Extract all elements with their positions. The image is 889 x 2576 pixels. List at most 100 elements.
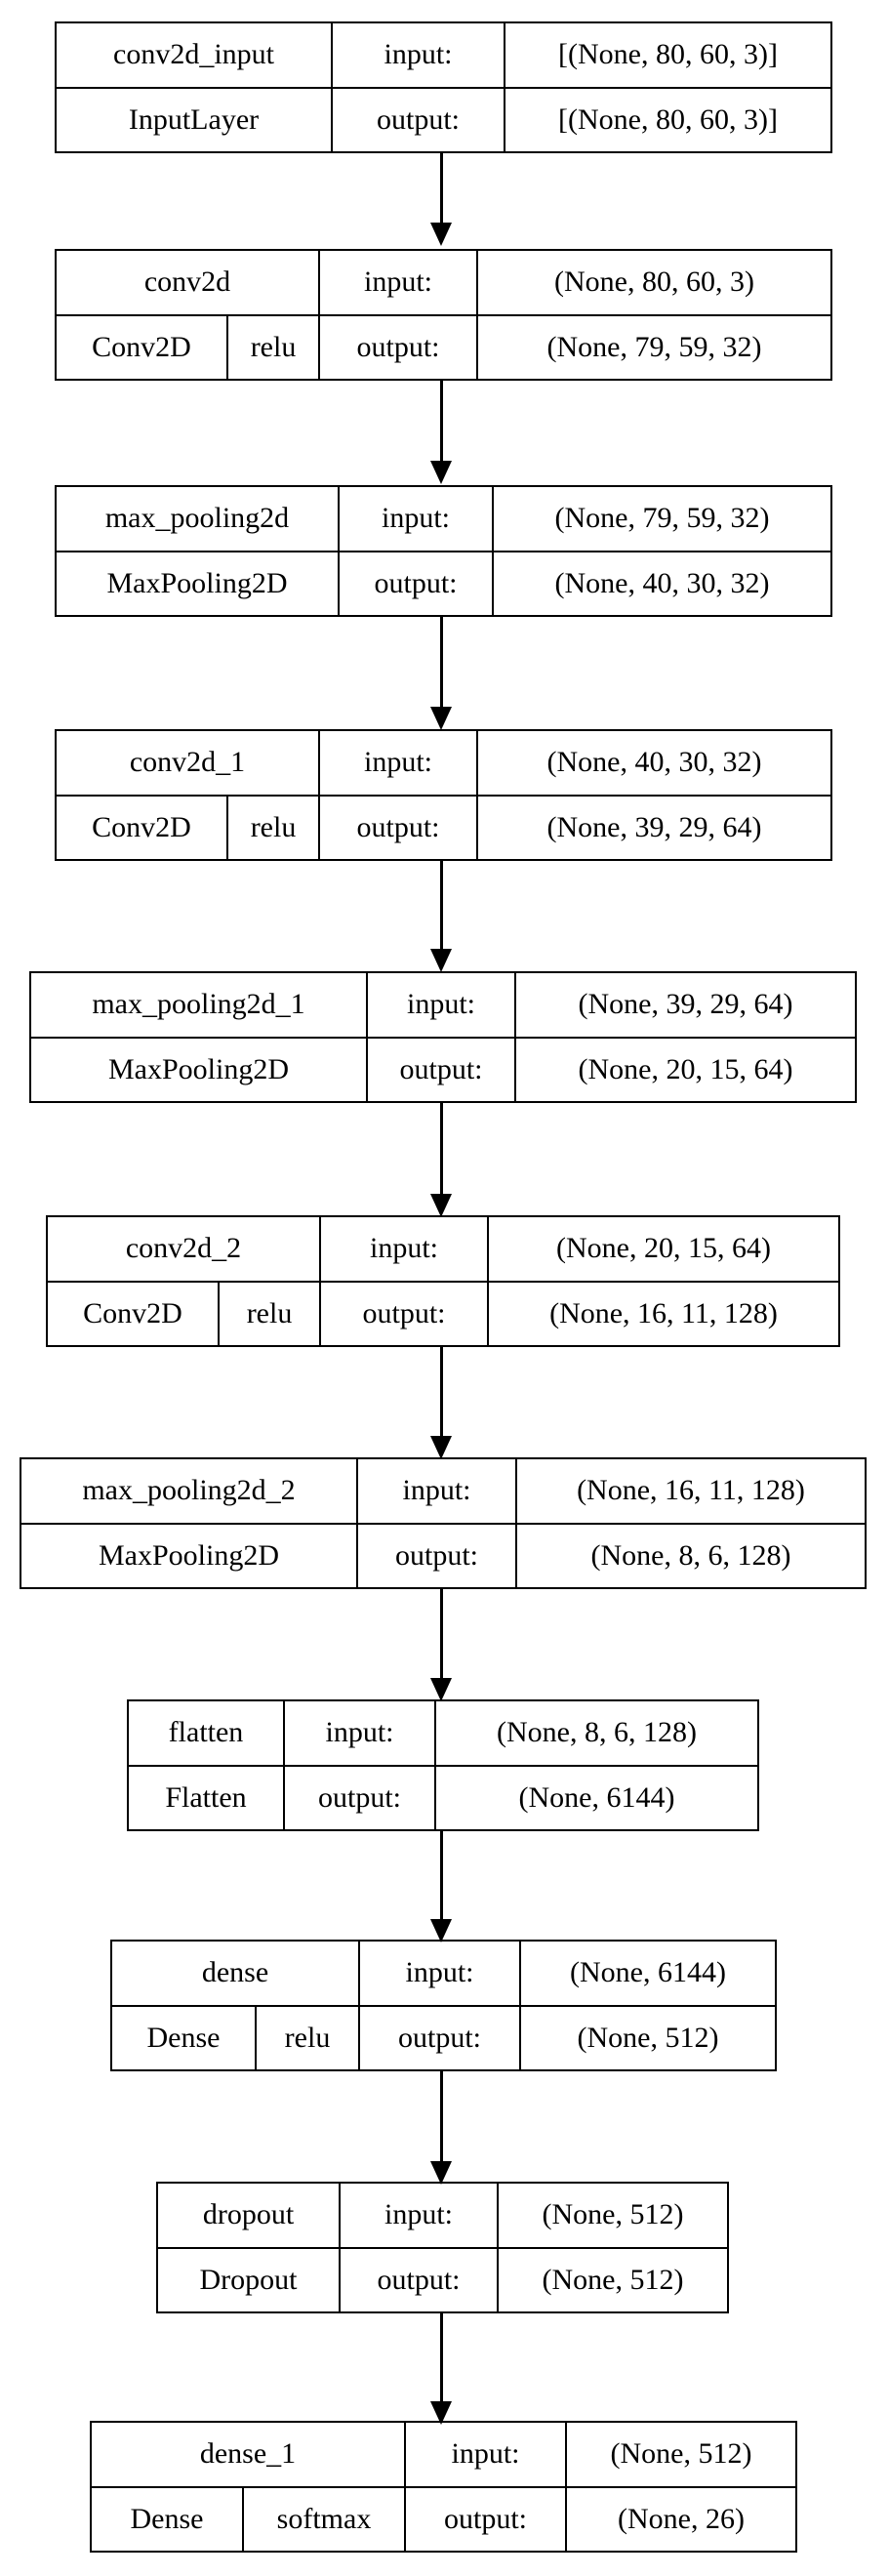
input-shape: (None, 79, 59, 32) — [492, 485, 832, 552]
arrow-connector — [440, 1831, 443, 1921]
arrow-connector — [440, 153, 443, 225]
input-label: input: — [318, 249, 479, 316]
input-label: input: — [366, 971, 516, 1039]
layer-name: conv2d_1 — [54, 729, 321, 797]
layer-type: MaxPooling2D — [29, 1036, 368, 1103]
layer-type: Dropout — [156, 2246, 341, 2313]
input-label: input: — [404, 2421, 567, 2488]
input-shape: (None, 16, 11, 128) — [515, 1457, 867, 1525]
output-label: output: — [331, 86, 505, 153]
arrow-head — [430, 2161, 452, 2185]
activation: relu — [217, 1280, 322, 1347]
arrow-connector — [440, 1103, 443, 1196]
input-shape: (None, 512) — [565, 2421, 797, 2488]
layer-box-dense: dense input: (None, 6144) Dense relu out… — [110, 1940, 777, 2071]
arrow-head — [430, 2401, 452, 2425]
output-label: output: — [318, 794, 479, 861]
layer-name: conv2d_2 — [45, 1215, 322, 1283]
input-label: input: — [331, 21, 505, 89]
layer-type: MaxPooling2D — [20, 1522, 358, 1589]
layer-box-conv2d-1: conv2d_1 input: (None, 40, 30, 32) Conv2… — [54, 729, 833, 861]
output-shape: (None, 39, 29, 64) — [476, 794, 833, 861]
arrow-head — [430, 461, 452, 484]
input-label: input: — [339, 2182, 499, 2249]
layer-type: Conv2D — [55, 313, 228, 381]
output-label: output: — [366, 1036, 516, 1103]
layer-type: Conv2D — [55, 794, 228, 861]
arrow-connector — [440, 1347, 443, 1438]
output-shape: (None, 79, 59, 32) — [476, 313, 833, 381]
layer-box-conv2d-input: conv2d_input input: [(None, 80, 60, 3)] … — [55, 21, 832, 153]
arrow-connector — [440, 617, 443, 709]
layer-name: max_pooling2d — [55, 485, 340, 552]
output-label: output: — [338, 550, 494, 617]
output-shape: [(None, 80, 60, 3)] — [504, 86, 832, 153]
layer-name: dense_1 — [90, 2421, 406, 2488]
layer-box-max-pooling2d-2: max_pooling2d_2 input: (None, 16, 11, 12… — [20, 1457, 867, 1589]
layer-box-dense-1: dense_1 input: (None, 512) Dense softmax… — [90, 2421, 797, 2553]
input-shape: (None, 6144) — [519, 1940, 777, 2007]
input-label: input: — [283, 1699, 436, 1767]
output-shape: (None, 8, 6, 128) — [515, 1522, 867, 1589]
layer-name: max_pooling2d_1 — [29, 971, 368, 1039]
output-label: output: — [339, 2246, 499, 2313]
input-label: input: — [318, 729, 479, 797]
output-label: output: — [404, 2485, 567, 2553]
layer-box-conv2d-2: conv2d_2 input: (None, 20, 15, 64) Conv2… — [45, 1215, 841, 1347]
input-shape: (None, 39, 29, 64) — [514, 971, 857, 1039]
input-shape: (None, 8, 6, 128) — [434, 1699, 759, 1767]
layer-type: Flatten — [127, 1764, 285, 1831]
output-shape: (None, 6144) — [434, 1764, 759, 1831]
arrow-head — [430, 1919, 452, 1942]
layer-box-conv2d: conv2d input: (None, 80, 60, 3) Conv2D r… — [54, 249, 833, 381]
input-shape: (None, 80, 60, 3) — [476, 249, 833, 316]
input-shape: (None, 512) — [497, 2182, 729, 2249]
arrow-connector — [440, 1589, 443, 1680]
arrow-head — [430, 1194, 452, 1217]
output-shape: (None, 20, 15, 64) — [514, 1036, 857, 1103]
output-shape: (None, 512) — [497, 2246, 729, 2313]
output-shape: (None, 40, 30, 32) — [492, 550, 832, 617]
output-label: output: — [358, 2004, 521, 2071]
layer-type: Dense — [90, 2485, 244, 2553]
layer-name: dropout — [156, 2182, 341, 2249]
arrow-connector — [440, 2071, 443, 2163]
layer-name: max_pooling2d_2 — [20, 1457, 358, 1525]
input-shape: [(None, 80, 60, 3)] — [504, 21, 832, 89]
output-label: output: — [319, 1280, 490, 1347]
output-shape: (None, 16, 11, 128) — [487, 1280, 841, 1347]
arrow-connector — [440, 2313, 443, 2403]
layer-box-max-pooling2d: max_pooling2d input: (None, 79, 59, 32) … — [55, 485, 832, 617]
layer-box-flatten: flatten input: (None, 8, 6, 128) Flatten… — [127, 1699, 759, 1831]
layer-name: dense — [110, 1940, 360, 2007]
arrow-head — [430, 949, 452, 972]
arrow-head — [430, 1678, 452, 1701]
layer-name: conv2d_input — [55, 21, 333, 89]
arrow-head — [430, 223, 452, 246]
layer-box-max-pooling2d-1: max_pooling2d_1 input: (None, 39, 29, 64… — [29, 971, 857, 1103]
layer-box-dropout: dropout input: (None, 512) Dropout outpu… — [156, 2182, 729, 2313]
layer-name: conv2d — [54, 249, 321, 316]
output-shape: (None, 26) — [565, 2485, 797, 2553]
arrow-head — [430, 1436, 452, 1459]
input-label: input: — [356, 1457, 517, 1525]
input-shape: (None, 20, 15, 64) — [487, 1215, 841, 1283]
layer-type: MaxPooling2D — [55, 550, 340, 617]
arrow-connector — [440, 381, 443, 463]
layer-type: Dense — [110, 2004, 257, 2071]
arrow-head — [430, 707, 452, 730]
input-label: input: — [358, 1940, 521, 2007]
activation: relu — [255, 2004, 360, 2071]
output-shape: (None, 512) — [519, 2004, 777, 2071]
activation: relu — [225, 794, 321, 861]
layer-type: Conv2D — [46, 1280, 220, 1347]
output-label: output: — [356, 1522, 517, 1589]
output-label: output: — [318, 313, 479, 381]
arrow-connector — [440, 861, 443, 951]
input-label: input: — [338, 485, 494, 552]
layer-type: InputLayer — [55, 86, 333, 153]
input-shape: (None, 40, 30, 32) — [476, 729, 833, 797]
activation: relu — [225, 313, 321, 381]
activation: softmax — [242, 2485, 406, 2553]
output-label: output: — [283, 1764, 436, 1831]
